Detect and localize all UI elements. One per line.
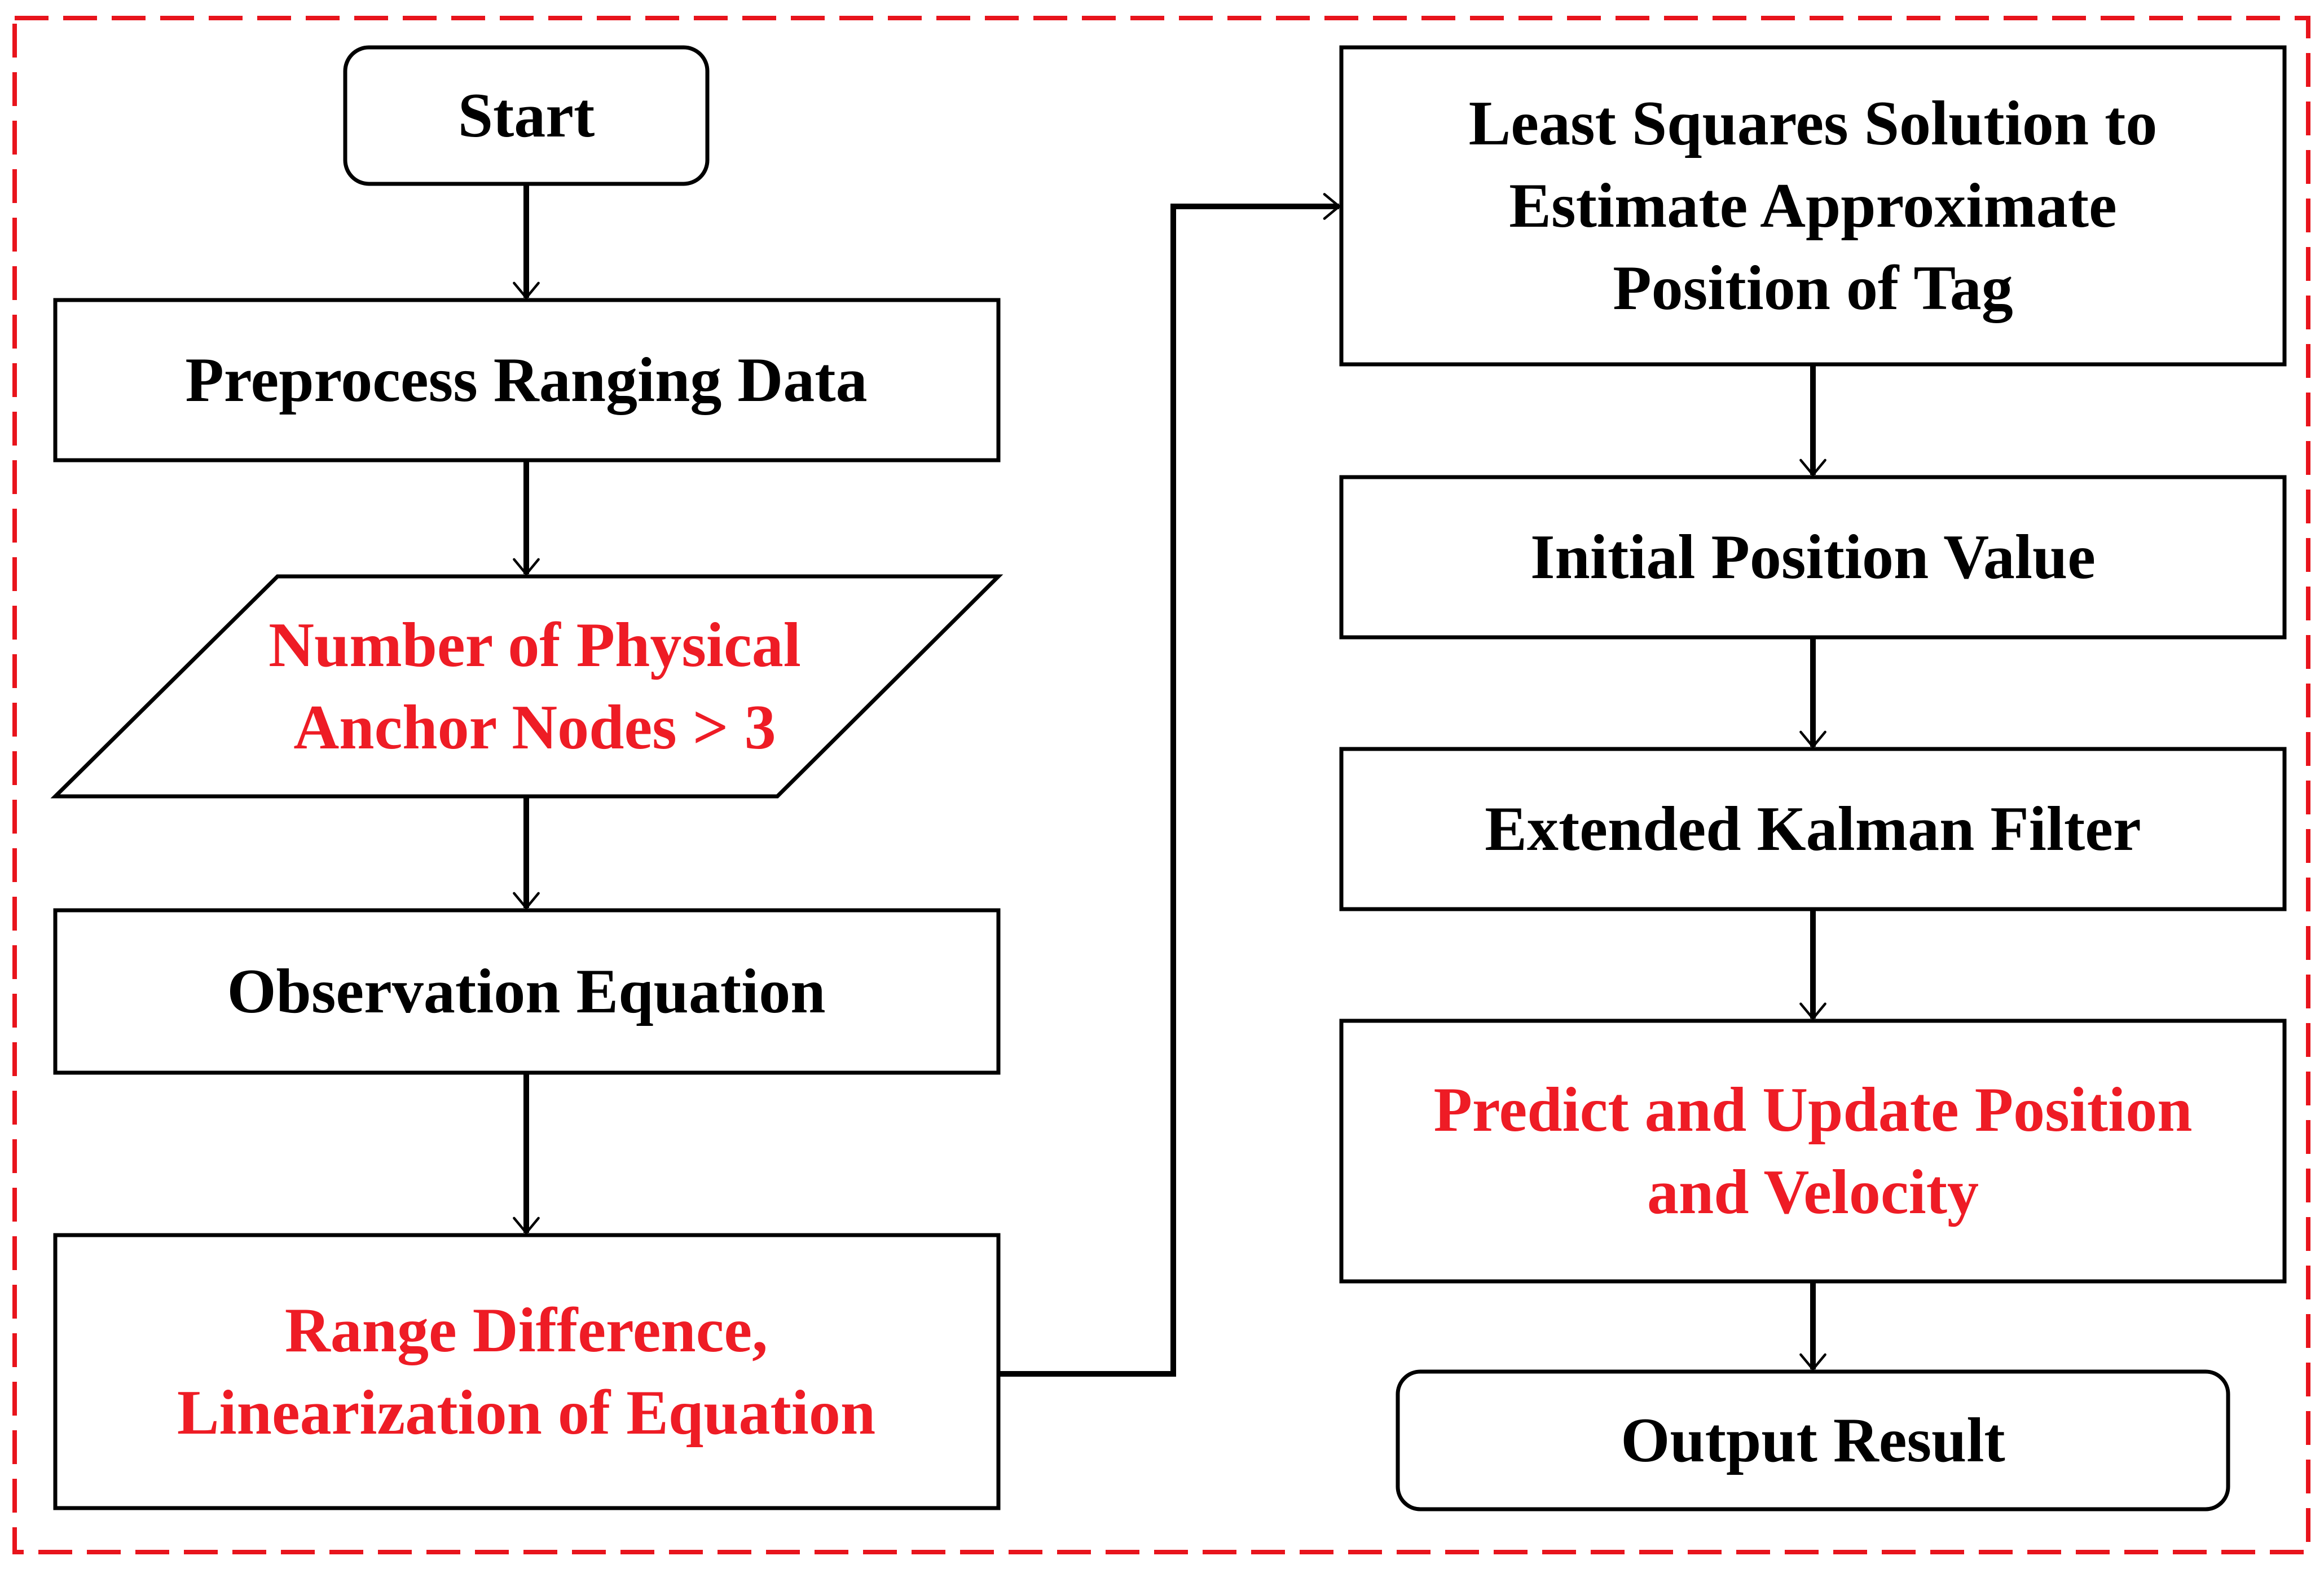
label-line: Number of Physical <box>269 610 801 680</box>
start-terminal <box>343 45 710 186</box>
label-line: Predict and Update Position <box>1433 1075 2192 1145</box>
least-squares-label: Least Squares Solution to Estimate Approx… <box>1469 89 2158 323</box>
preprocess-label: Preprocess Ranging Data <box>185 345 867 415</box>
label-line: Initial Position Value <box>1530 522 2096 592</box>
label-line: Start <box>458 81 595 151</box>
start-label: Start <box>458 81 595 151</box>
label-line: and Velocity <box>1647 1157 1979 1227</box>
output-label: Output Result <box>1621 1405 2005 1475</box>
label-line: Anchor Nodes > 3 <box>293 693 776 763</box>
outer-dashed-frame <box>12 16 2310 1554</box>
ekf-box <box>1339 747 2287 911</box>
label-line: Observation Equation <box>227 957 825 1026</box>
ekf-label: Extended Kalman Filter <box>1485 794 2141 864</box>
range-difference-label: Range Difference, Linearization of Equati… <box>177 1295 875 1448</box>
least-squares-box <box>1339 45 2287 367</box>
label-line: Range Difference, <box>285 1295 768 1365</box>
output-terminal <box>1396 1369 2230 1511</box>
initial-position-label: Initial Position Value <box>1530 522 2096 592</box>
arrow-range-difference-to-least-squares <box>998 193 1341 1377</box>
label-line: Position of Tag <box>1613 253 2013 323</box>
label-line: Least Squares Solution to <box>1469 89 2158 158</box>
label-line: Linearization of Equation <box>177 1378 875 1448</box>
observation-label: Observation Equation <box>227 957 825 1026</box>
label-line: Preprocess Ranging Data <box>185 345 867 415</box>
range-difference-box <box>53 1233 1001 1510</box>
predict-update-label: Predict and Update Position and Velocity <box>1433 1075 2192 1227</box>
label-line: Extended Kalman Filter <box>1485 794 2141 864</box>
initial-position-box <box>1339 475 2287 640</box>
anchor-check-parallelogram <box>50 574 1003 799</box>
predict-update-box <box>1339 1019 2287 1284</box>
observation-box <box>53 908 1001 1075</box>
label-line: Output Result <box>1621 1405 2005 1475</box>
label-line: Estimate Approximate <box>1509 171 2116 241</box>
preprocess-box <box>53 298 1001 462</box>
